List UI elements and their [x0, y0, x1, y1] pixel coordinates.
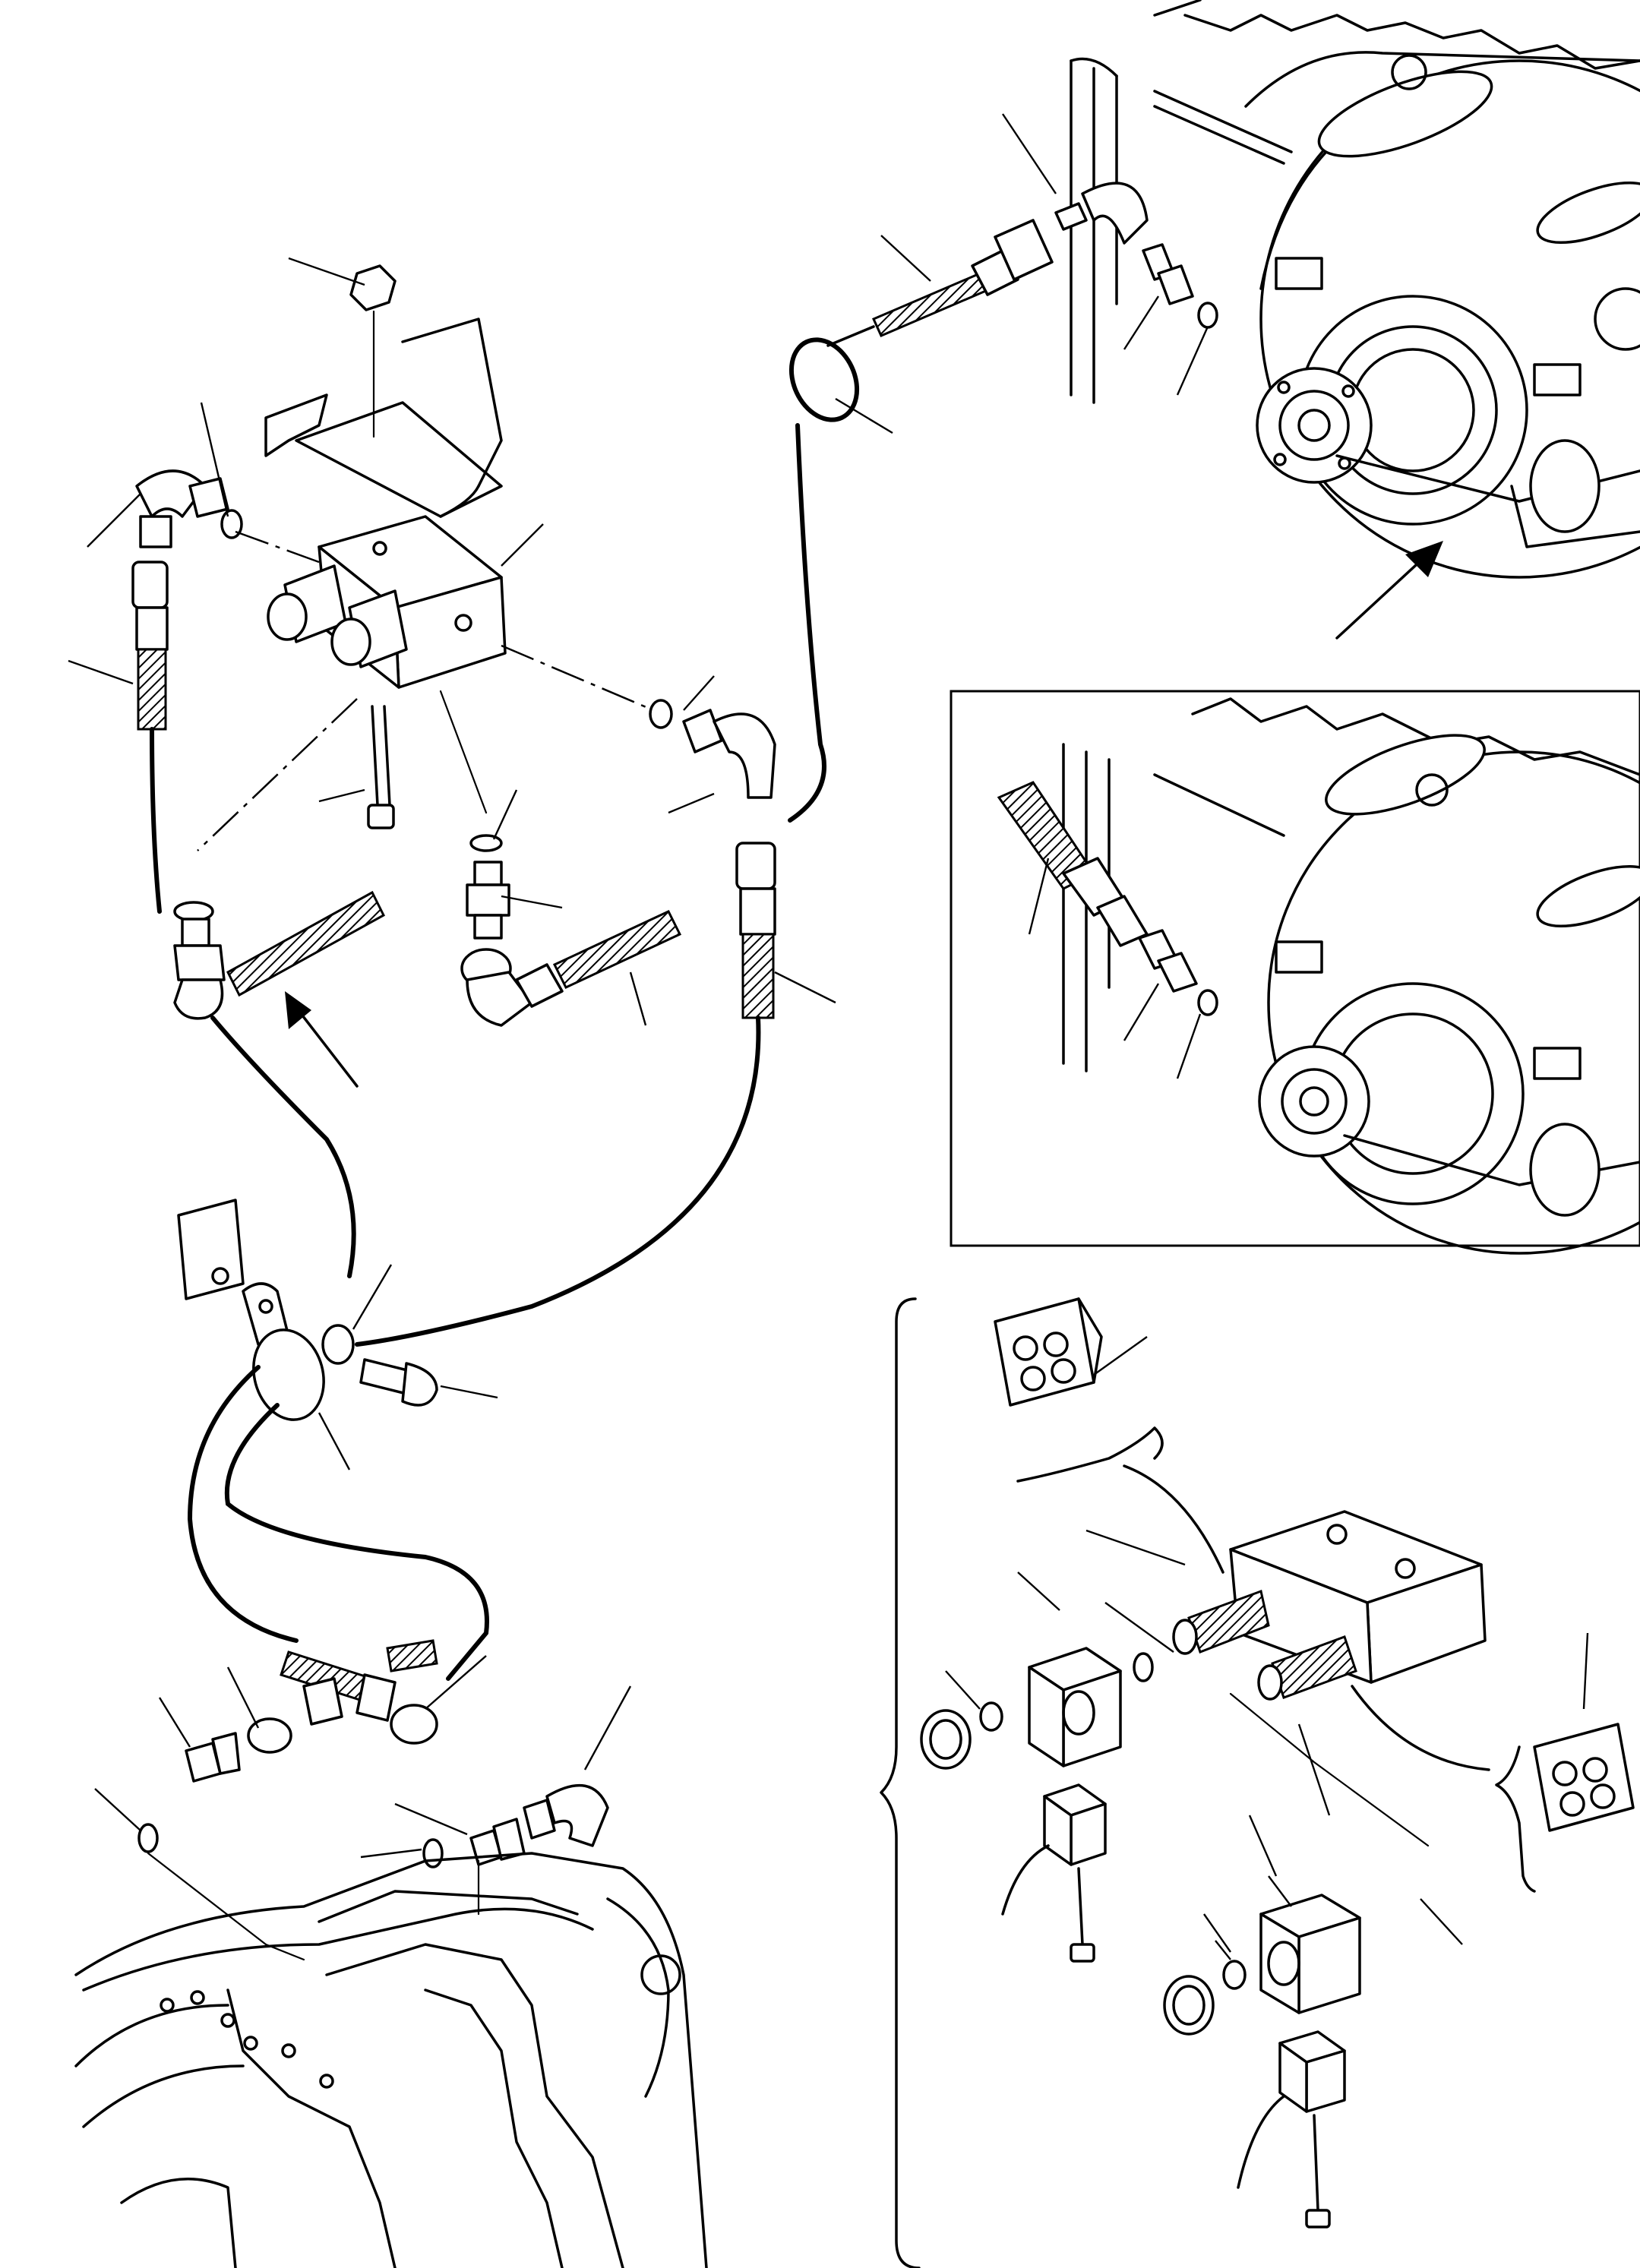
hose-clamp: [788, 325, 875, 422]
clamp-hose-line: [788, 423, 826, 823]
coil-2-o-ring: [1222, 1960, 1247, 1990]
right-hose: [735, 842, 776, 1019]
left-o-ring: [220, 509, 243, 539]
bottom-hose: [280, 1639, 438, 1745]
top-elbow: [1054, 182, 1149, 245]
inset-o-ring: [1197, 989, 1218, 1016]
connector-plug: [1001, 1783, 1107, 1963]
direction-arrow-left: [285, 991, 359, 1088]
coil-o-ring: [979, 1701, 1003, 1732]
right-elbow-fitting: [682, 709, 776, 799]
solenoid-coil-2: [1259, 1894, 1361, 2014]
detail-brace-bracket: [880, 1297, 921, 2268]
transmission-housing-inset: [1062, 697, 1640, 1255]
transmission-housing-top: [1070, 0, 1640, 579]
bottom-adapters: [185, 1677, 526, 1866]
solenoid-coil: [1028, 1647, 1122, 1767]
top-hose: [872, 219, 1054, 337]
seal-kit: [994, 1297, 1224, 1574]
bottom-o-rings: [137, 1823, 444, 1868]
seal-kit-right: [1351, 1685, 1635, 1893]
connector-plug-2: [1237, 2030, 1346, 2229]
inset-hose: [997, 781, 1149, 947]
direction-arrow-top: [1335, 541, 1443, 640]
support-bracket: [264, 317, 503, 518]
solenoid-block: [1172, 1510, 1487, 1701]
left-elbow-fitting: [135, 469, 229, 548]
valve-screw: [367, 705, 395, 829]
gearbox-housing-bottom: [74, 1852, 708, 2268]
upper-nut: [349, 264, 397, 438]
bottom-elbow: [523, 1783, 609, 1847]
lower-o-ring: [469, 834, 503, 852]
inset-frame: [950, 690, 1640, 1247]
top-adapter: [1142, 243, 1194, 305]
left-upper-hose: [131, 561, 169, 731]
bottom-hose-loop: [187, 1365, 489, 1681]
adapter: [466, 861, 510, 940]
left-hose-elbow: [173, 890, 385, 1020]
top-o-ring: [1197, 302, 1218, 329]
lower-leader-line: [439, 690, 488, 814]
solenoid-o-ring: [1133, 1652, 1154, 1682]
clip: [242, 1282, 325, 1421]
middle-hose-elbow: [460, 910, 682, 1027]
cap-nut: [920, 1709, 972, 1770]
cap-nut-2: [1163, 1975, 1215, 2036]
valve-block: [267, 515, 507, 689]
inset-adapter: [1138, 929, 1198, 993]
right-o-ring: [649, 699, 673, 729]
clip-bracket-plate: [177, 1199, 245, 1300]
washer: [321, 1324, 355, 1365]
clip-screw: [359, 1358, 438, 1407]
